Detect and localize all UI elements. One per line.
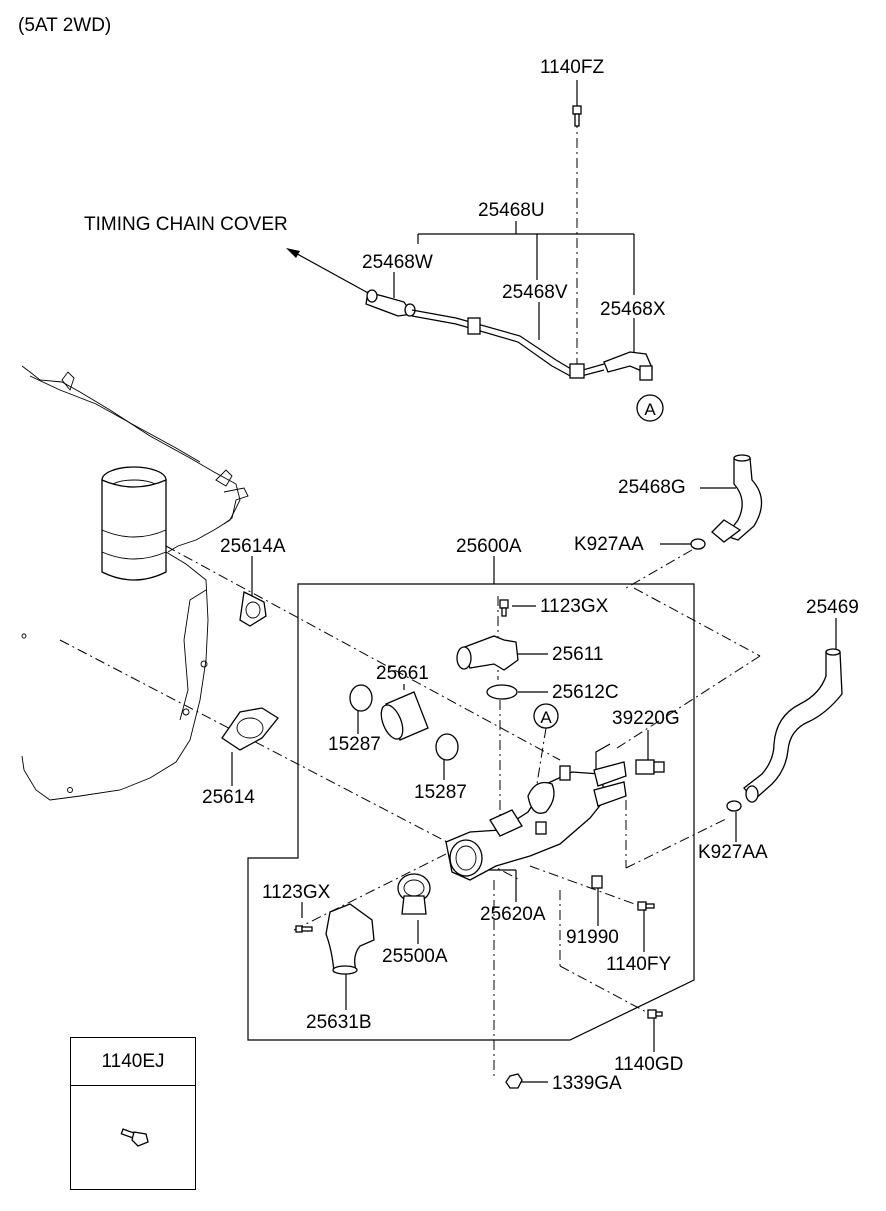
housing-25620a [445, 743, 627, 881]
clamp-k927aa-bottom [726, 800, 742, 812]
part-25612c[interactable]: 25612C [552, 682, 619, 703]
part-25661[interactable]: 25661 [376, 663, 429, 684]
o-ring-25612c [486, 684, 518, 700]
bypass-pipe [365, 289, 664, 422]
part-25614[interactable]: 25614 [202, 787, 255, 808]
part-25631b[interactable]: 25631B [306, 1012, 372, 1033]
callout-a-bottom [533, 703, 559, 729]
bolt-1140fz [572, 105, 582, 127]
part-1123gx-top[interactable]: 1123GX [540, 596, 609, 617]
callout-a-top-letter: A [644, 400, 656, 419]
engine-block [21, 365, 249, 801]
part-25500a[interactable]: 25500A [382, 946, 448, 967]
part-k927aa-bottom[interactable]: K927AA [698, 842, 768, 863]
bolt-1123gx-bottom [295, 925, 313, 933]
part-15287-b[interactable]: 15287 [414, 782, 467, 803]
part-39220g[interactable]: 39220G [612, 708, 680, 729]
part-1140fz[interactable]: 1140FZ [540, 57, 605, 78]
timing-chain-cover-label: TIMING CHAIN COVER [84, 214, 288, 235]
part-1339ga[interactable]: 1339GA [552, 1073, 622, 1094]
gasket-25614a [239, 591, 267, 627]
callout-a-bottom-letter: A [540, 708, 552, 727]
part-15287-a[interactable]: 15287 [328, 734, 381, 755]
part-25614a[interactable]: 25614A [220, 536, 286, 557]
part-1140gd[interactable]: 1140GD [614, 1054, 684, 1075]
clamp-k927aa-top [690, 538, 706, 550]
gasket-25614 [221, 707, 279, 751]
bolt-1140gd [647, 1009, 663, 1019]
part-25468w[interactable]: 25468W [362, 252, 433, 273]
part-25468v[interactable]: 25468V [502, 282, 568, 303]
leader-lines [231, 80, 837, 1083]
bolt-1140fy [637, 901, 655, 911]
hose-25468g [711, 454, 763, 543]
part-25468g[interactable]: 25468G [618, 477, 686, 498]
legend-box: 1140EJ [70, 1037, 196, 1190]
bolt-icon [120, 1128, 149, 1147]
part-25611[interactable]: 25611 [552, 644, 604, 665]
bracket-91990 [591, 875, 603, 889]
part-25620a[interactable]: 25620A [480, 904, 546, 925]
part-25469[interactable]: 25469 [806, 597, 859, 618]
part-1140fy[interactable]: 1140FY [606, 954, 672, 975]
legend-header: 1140EJ [71, 1038, 195, 1086]
nut-1339ga [505, 1073, 523, 1089]
part-25468u[interactable]: 25468U [478, 200, 545, 221]
o-ring-15287-a [349, 684, 373, 712]
part-k927aa-top[interactable]: K927AA [574, 534, 644, 555]
part-1123gx-bottom[interactable]: 1123GX [262, 882, 331, 903]
part-25468x[interactable]: 25468X [600, 299, 666, 320]
hose-25469 [743, 648, 843, 803]
outlet-25631b [295, 903, 375, 975]
legend-part-number[interactable]: 1140EJ [101, 1051, 165, 1072]
thermostat-25500a [397, 873, 431, 915]
sensor-39220g [635, 759, 665, 775]
variant-label: (5AT 2WD) [18, 15, 112, 36]
part-25600a[interactable]: 25600A [456, 536, 522, 557]
fitting-25611 [456, 599, 519, 671]
part-91990[interactable]: 91990 [566, 927, 619, 948]
o-ring-15287-b [435, 733, 459, 761]
pipe-25661 [380, 691, 429, 741]
assembly-outline [247, 583, 695, 1041]
